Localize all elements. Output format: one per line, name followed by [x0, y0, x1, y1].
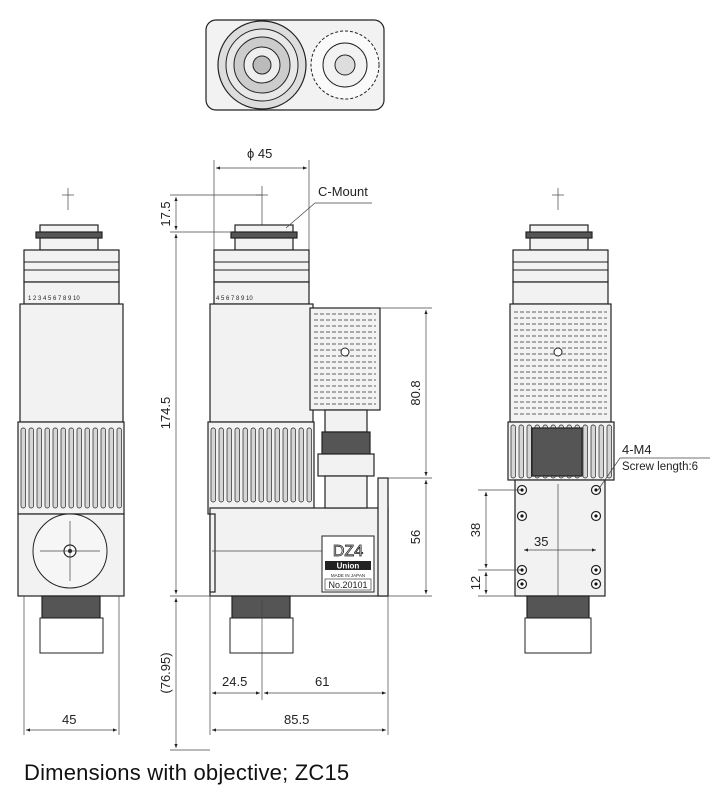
dim-35: 35	[534, 534, 548, 549]
dim-174-5: 174.5	[158, 397, 173, 430]
left-scale-text: 1 2 3 4 5 6 7 8 9 10	[28, 296, 80, 302]
dim-45-bottom: 45	[62, 712, 76, 727]
caption: Dimensions with objective; ZC15	[24, 760, 350, 785]
tapped-holes-label: 4-M4	[622, 442, 652, 457]
screw-length-label: Screw length:6	[622, 461, 698, 473]
plate-brand: Union	[337, 562, 360, 571]
dim-38: 38	[468, 523, 483, 537]
plate-model: DZ4	[333, 543, 363, 560]
dim-80-8: 80.8	[408, 380, 423, 405]
dim-12: 12	[468, 576, 483, 590]
right-view: 38 12 35 4-M4 Screw length:6	[468, 188, 710, 654]
dim-24-5: 24.5	[222, 674, 247, 689]
dim-76-95: (76.95)	[158, 652, 173, 693]
front-view: 4 5 6 7 8 9 10 DZ4 Union MADE IN JAPAN N…	[158, 146, 432, 751]
top-view	[205, 19, 385, 111]
front-scale-text: 4 5 6 7 8 9 10	[216, 296, 253, 302]
left-view: 1 2 3 4 5 6 7 8 9 10 45	[17, 188, 125, 735]
dim-diameter: ϕ 45	[247, 146, 272, 161]
dim-17-5: 17.5	[158, 201, 173, 226]
c-mount-label: C-Mount	[318, 184, 368, 199]
plate-number: No.20101	[328, 580, 367, 590]
dim-85-5: 85.5	[284, 712, 309, 727]
dim-61: 61	[315, 674, 329, 689]
dim-56: 56	[408, 530, 423, 544]
plate-origin: MADE IN JAPAN	[331, 573, 365, 578]
